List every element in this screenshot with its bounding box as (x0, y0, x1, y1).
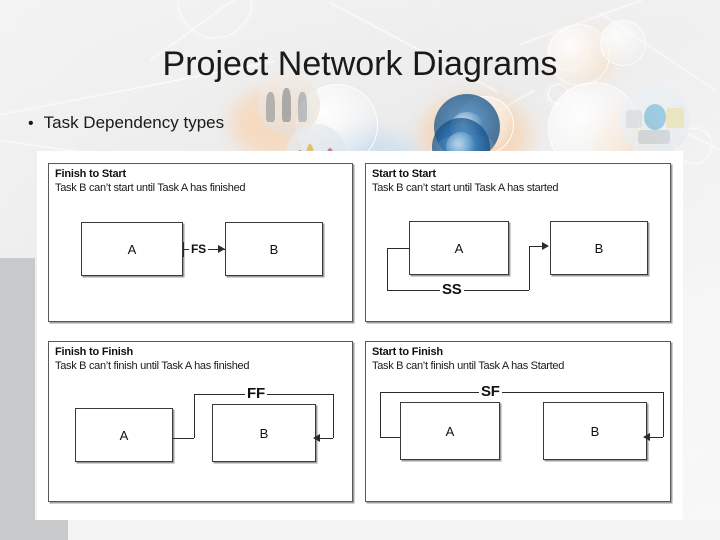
dependency-code-label: FS (189, 242, 208, 256)
connector-segment (387, 248, 388, 290)
connector-segment (333, 394, 334, 438)
panel-heading: Finish to Finish (55, 346, 134, 358)
panel-finish-to-finish: Finish to Finish Task B can’t finish unt… (48, 341, 353, 502)
connector-segment (380, 392, 381, 437)
connector-tick (183, 242, 184, 257)
connector-segment (173, 438, 194, 439)
task-box-label: B (594, 240, 604, 256)
connector-arrowhead (313, 434, 320, 442)
bullet-marker-icon: • (28, 115, 34, 132)
bullet-label: Task Dependency types (43, 113, 225, 132)
page-bottom-band (0, 520, 720, 540)
dependency-panel-grid: Finish to Start Task B can’t start until… (37, 151, 683, 520)
page-edge-block-left (0, 258, 35, 520)
connector-arrowhead (542, 242, 549, 250)
panel-description: Task B can’t start until Task A has fini… (55, 182, 246, 194)
connector-segment (387, 248, 409, 249)
page-title: Project Network Diagrams (162, 45, 558, 83)
panel-heading: Finish to Start (55, 168, 126, 180)
task-box-b: B (550, 221, 648, 275)
connector-arrowhead (218, 245, 225, 253)
task-box-label: A (445, 423, 455, 439)
task-box-a: A (400, 402, 500, 460)
task-box-label: A (127, 241, 137, 257)
task-box-a: A (81, 222, 183, 276)
task-box-label: A (119, 427, 129, 443)
task-box-label: B (269, 241, 279, 257)
task-box-b: B (212, 404, 316, 462)
panel-description: Task B can’t finish until Task A has fin… (55, 360, 250, 372)
panel-description: Task B can’t start until Task A has star… (372, 182, 559, 194)
task-box-a: A (409, 221, 509, 275)
panel-heading: Start to Finish (372, 346, 443, 358)
task-box-label: B (590, 423, 600, 439)
panel-heading: Start to Start (372, 168, 436, 180)
dependency-code-label: SF (479, 383, 502, 400)
panel-start-to-finish: Start to Finish Task B can’t finish unti… (365, 341, 671, 502)
diagram-card: Finish to Start Task B can’t start until… (37, 151, 683, 520)
task-box-label: B (259, 425, 269, 441)
task-box-b: B (543, 402, 647, 460)
task-box-label: A (454, 240, 464, 256)
panel-description: Task B can’t finish until Task A has Sta… (372, 360, 565, 372)
connector-segment (529, 246, 543, 247)
connector-segment (529, 246, 530, 290)
task-box-b: B (225, 222, 323, 276)
connector-segment (380, 392, 663, 393)
dependency-code-label: FF (245, 385, 267, 402)
connector-segment (380, 437, 400, 438)
task-box-a: A (75, 408, 173, 462)
page-edge-block-bottom (0, 520, 68, 540)
dependency-code-label: SS (440, 281, 464, 298)
connector-segment (649, 437, 663, 438)
bullet-item: • Task Dependency types (28, 112, 224, 134)
connector-arrowhead (643, 433, 650, 441)
connector-segment (319, 438, 333, 439)
connector-segment (663, 392, 664, 437)
panel-finish-to-start: Finish to Start Task B can’t start until… (48, 163, 353, 322)
panel-start-to-start: Start to Start Task B can’t start until … (365, 163, 671, 322)
connector-segment (194, 394, 195, 438)
